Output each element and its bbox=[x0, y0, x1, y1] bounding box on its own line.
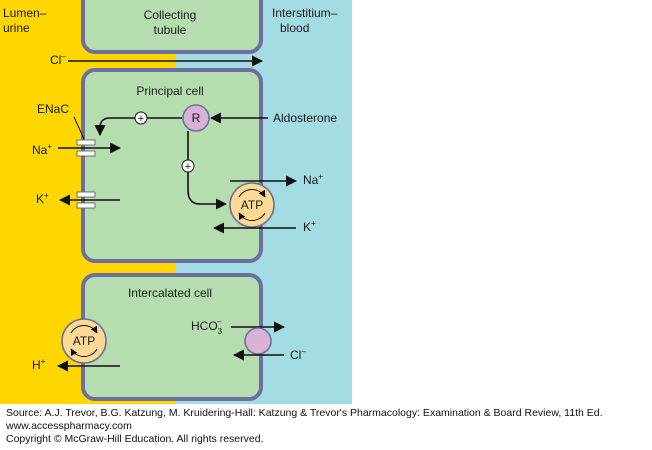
na-in-label: Na+ bbox=[32, 142, 52, 157]
interstitium-label-line2: blood bbox=[280, 21, 309, 35]
interstitium-label-line1: Interstitium– bbox=[272, 6, 338, 20]
pump-na-label: Na+ bbox=[303, 172, 323, 187]
receptor-label: R bbox=[192, 111, 201, 125]
anion-exchanger bbox=[244, 327, 272, 355]
receptor bbox=[182, 104, 210, 132]
intercalated-pump-rotation-bottom bbox=[70, 348, 98, 358]
enac-pointer bbox=[73, 116, 85, 140]
h-out-label: H+ bbox=[32, 357, 46, 372]
enac-channel bbox=[76, 139, 96, 157]
principal-pump-rotation-top bbox=[238, 188, 266, 198]
intercalated-cell-title: Intercalated cell bbox=[128, 286, 212, 300]
collecting-tubule-cell bbox=[81, 0, 263, 54]
collecting-tubule-line2: tubule bbox=[154, 23, 187, 37]
receptor-to-enac-arrow bbox=[94, 117, 182, 137]
aldosterone-label: Aldosterone bbox=[273, 111, 337, 125]
principal-pump-rotation-bottom bbox=[238, 212, 266, 222]
principal-cell-title: Principal cell bbox=[136, 84, 203, 98]
plus-b: + bbox=[185, 161, 191, 173]
principal-cell bbox=[81, 68, 263, 263]
pump-k-label: K+ bbox=[303, 219, 316, 234]
cl-in-label: Cl– bbox=[290, 347, 306, 362]
principal-atp-label: ATP bbox=[241, 198, 263, 212]
intercalated-atp-label: ATP bbox=[73, 334, 95, 348]
lumen-label-line1: Lumen– bbox=[3, 6, 47, 20]
enac-label: ENaC bbox=[37, 102, 69, 116]
source-citation: Source: A.J. Trevor, B.G. Katzung, M. Kr… bbox=[6, 407, 603, 419]
lumen-label-line2: urine bbox=[3, 21, 30, 35]
intercalated-pump-rotation-top bbox=[70, 324, 98, 334]
interstitium-label: Interstitium–blood bbox=[272, 6, 338, 35]
k-out-label: K+ bbox=[36, 191, 49, 206]
lumen-label: Lumen–urine bbox=[3, 6, 47, 35]
collecting-tubule-line1: Collecting bbox=[144, 8, 197, 22]
hco3-label: HCO3– bbox=[191, 317, 223, 336]
plus-circle-a bbox=[134, 111, 148, 125]
k-channel bbox=[76, 191, 96, 209]
plus-circle-b bbox=[181, 159, 195, 173]
chloride-top-label: Cl– bbox=[50, 52, 66, 67]
source-url: www.accesspharmacy.com bbox=[6, 420, 132, 432]
receptor-to-pump-arrow bbox=[187, 131, 228, 210]
copyright-notice: Copyright © McGraw-Hill Education. All r… bbox=[6, 433, 264, 445]
plus-a: + bbox=[138, 113, 144, 125]
